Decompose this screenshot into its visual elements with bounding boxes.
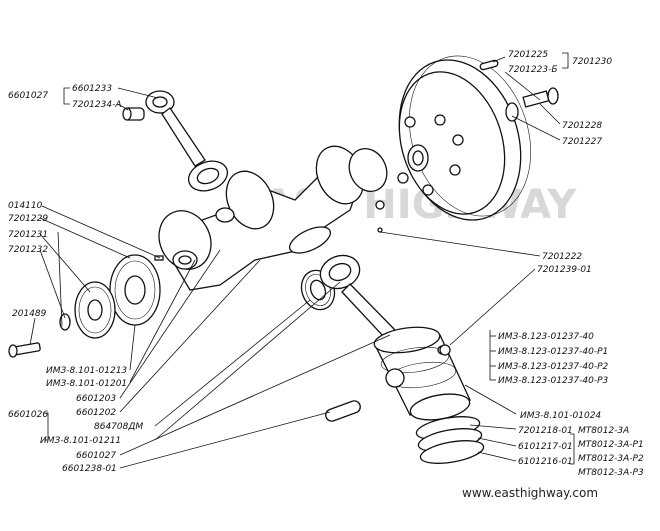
label-7201234-a: 7201234-A <box>72 100 122 110</box>
label-7201228: 7201228 <box>562 121 602 131</box>
label-7201218-01: 7201218-01 <box>518 426 573 436</box>
small-end-bushing <box>122 107 145 121</box>
label-7201231: 7201231 <box>8 230 48 240</box>
upper-connecting-rod <box>145 90 229 192</box>
dowel-pin <box>479 59 499 71</box>
footer-url: www.easthighway.com <box>462 486 598 500</box>
label-864708dm: 864708ДМ <box>94 422 143 432</box>
label-7201229: 7201229 <box>8 214 48 224</box>
label-imz-8101-01211: ИМЗ-8.101-01211 <box>40 436 121 446</box>
label-6601203: 6601203 <box>76 394 116 404</box>
oil-seal <box>109 254 161 326</box>
label-6601027: 6601027 <box>8 91 48 101</box>
circlip <box>439 344 451 356</box>
flywheel-bolt <box>505 87 559 122</box>
label-imz-8123-01237-40-r2: ИМЗ-8.123-01237-40-Р2 <box>498 362 609 372</box>
label-imz-8123-01237-40-r1: ИМЗ-8.123-01237-40-Р1 <box>498 347 608 357</box>
label-014110: 014110 <box>8 201 43 211</box>
label-6101216-01: 6101216-01 <box>518 457 573 467</box>
lower-connecting-rod <box>319 254 396 339</box>
label-6601238-01: 6601238-01 <box>62 464 117 474</box>
label-7201222: 7201222 <box>542 252 582 262</box>
label-7201230: 7201230 <box>572 57 612 67</box>
label-mt8012-3a-r1: МТ8012-3А-Р1 <box>578 440 644 450</box>
timing-gear <box>74 281 116 339</box>
label-mt8012-3a-r2: МТ8012-3А-Р2 <box>578 454 644 464</box>
label-imz-8101-01024: ИМЗ-8.101-01024 <box>520 411 601 421</box>
label-6601202: 6601202 <box>76 408 116 418</box>
label-7201225: 7201225 <box>508 50 548 60</box>
label-imz-8123-01237-40: ИМЗ-8.123-01237-40 <box>498 332 594 342</box>
label-7201223-b: 7201223-Б <box>508 65 558 75</box>
label-6101217-01: 6101217-01 <box>518 442 573 452</box>
label-mt8012-3a-r3: МТ8012-3А-Р3 <box>578 468 644 478</box>
piston-pin <box>325 400 361 422</box>
label-imz-8123-01237-40-r3: ИМЗ-8.123-01237-40-Р3 <box>498 376 609 386</box>
gear-washer <box>59 313 71 331</box>
flywheel <box>397 55 532 221</box>
gear-bolt <box>8 342 41 358</box>
label-6601026: 6601026 <box>8 410 48 420</box>
label-6601027-b: 6601027 <box>76 451 116 461</box>
label-201489: 201489 <box>12 309 47 319</box>
label-imz-8101-01201: ИМЗ-8.101-01201 <box>46 379 127 389</box>
label-7201239-01: 7201239-01 <box>537 265 592 275</box>
label-7201227: 7201227 <box>562 137 602 147</box>
key <box>154 255 164 261</box>
leader-lines <box>29 52 575 469</box>
label-imz-8101-01213: ИМЗ-8.101-01213 <box>46 366 127 376</box>
part-labels: 6601027 6601233 7201234-A 7201225 720122… <box>8 50 644 478</box>
label-6601233: 6601233 <box>72 84 112 94</box>
label-mt8012-3a: МТ8012-3А <box>578 426 629 436</box>
label-7201232: 7201232 <box>8 245 48 255</box>
piston-rings <box>415 416 485 464</box>
